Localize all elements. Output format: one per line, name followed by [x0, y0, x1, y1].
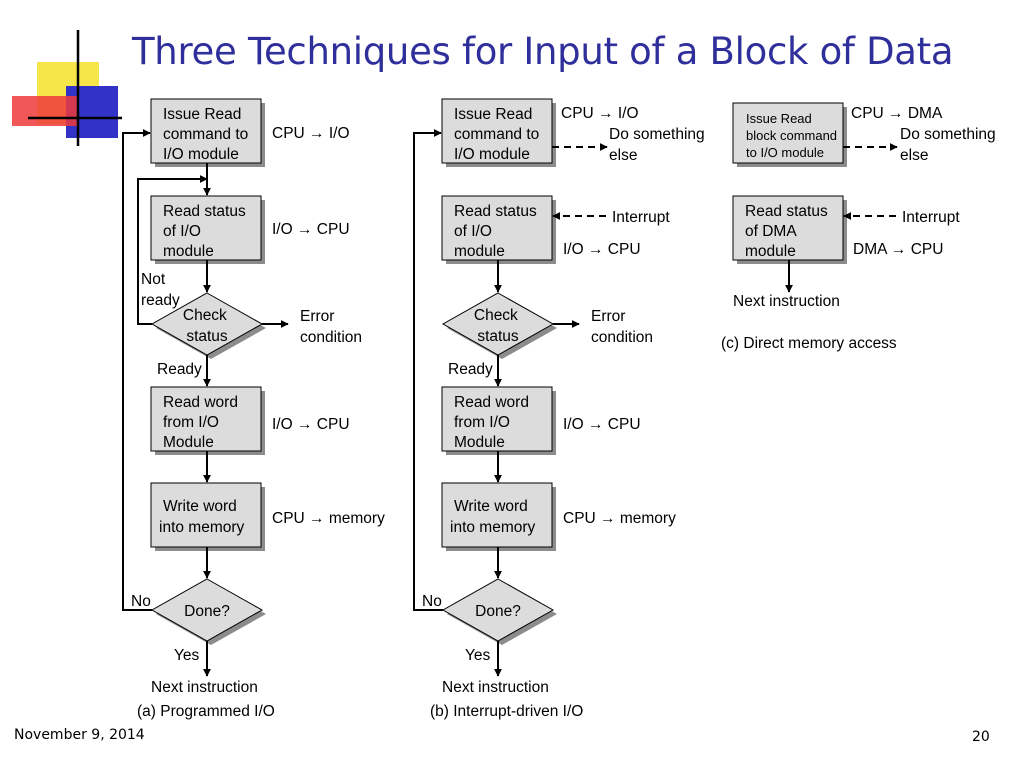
programmed-io-flowchart: Issue Read command to I/O module Read st… — [122, 98, 385, 720]
p-issue-read-box — [150, 98, 265, 167]
i-issue-read-box — [441, 98, 556, 167]
i-done-text: Done? — [475, 603, 521, 620]
d-read-status-box — [732, 195, 847, 264]
p-caption: (a) Programmed I/O — [137, 703, 275, 720]
i-note1: CPU → I/O — [561, 105, 639, 122]
slide-title: Three Techniques for Input of a Block of… — [132, 30, 954, 73]
p-note1: CPU → I/O — [272, 125, 350, 142]
p-box3-text: Read word from I/O Module — [163, 394, 242, 451]
i-next-text: Next instruction — [442, 679, 549, 696]
p-box2-text: Read status of I/O module — [163, 203, 250, 260]
d-caption: (c) Direct memory access — [721, 335, 897, 352]
i-note2: I/O → CPU — [563, 241, 641, 258]
p-write-word-box — [150, 482, 265, 551]
i-box4-text: Write word into memory — [450, 498, 536, 536]
i-yes-text: Yes — [465, 647, 491, 664]
p-check-text: Check status — [183, 307, 231, 345]
i-note3: I/O → CPU — [563, 416, 641, 433]
i-check-status-diamond — [441, 292, 557, 359]
p-box1-text: Issue Read command to I/O module — [163, 106, 253, 163]
i-do-something-text: Do something else — [609, 126, 709, 164]
p-error-text: Error condition — [300, 308, 362, 346]
d-interrupt-text: Interrupt — [902, 209, 960, 226]
p-note4: CPU → memory — [272, 510, 385, 527]
i-note4: CPU → memory — [563, 510, 676, 527]
p-next-text: Next instruction — [151, 679, 258, 696]
p-no-loop — [122, 129, 152, 611]
p-done-diamond — [150, 578, 266, 645]
p-note2: I/O → CPU — [272, 221, 350, 238]
i-write-word-box — [441, 482, 556, 551]
i-no-text: No — [422, 593, 442, 610]
deco-red-bar — [12, 96, 78, 126]
d-note2: DMA → CPU — [853, 241, 943, 258]
p-yes-text: Yes — [174, 647, 200, 664]
i-no-loop — [413, 129, 443, 611]
p-box4-text: Write word into memory — [159, 498, 245, 536]
p-not-ready-text: Not ready — [141, 271, 180, 309]
i-ready-text: Ready — [448, 361, 493, 378]
i-box1-text: Issue Read command to I/O module — [454, 106, 544, 163]
page-number: 20 — [972, 729, 990, 745]
i-read-status-box — [441, 195, 556, 264]
i-box3-text: Read word from I/O Module — [454, 394, 533, 451]
i-error-text: Error condition — [591, 308, 653, 346]
p-read-word-box — [150, 386, 265, 455]
i-done-diamond — [441, 578, 557, 645]
i-interrupt-text: Interrupt — [612, 209, 670, 226]
d-box1-text: Issue Read block command to I/O module — [746, 111, 841, 160]
p-read-status-box — [150, 195, 265, 264]
d-next-text: Next instruction — [733, 293, 840, 310]
d-issue-read-box — [732, 102, 847, 167]
i-box2-text: Read status of I/O module — [454, 203, 541, 260]
i-check-text: Check status — [474, 307, 522, 345]
interrupt-io-flowchart: Issue Read command to I/O module Read st… — [413, 98, 709, 720]
p-ready-text: Ready — [157, 361, 202, 378]
p-no-text: No — [131, 593, 151, 610]
d-box2-text: Read status of DMA module — [745, 203, 832, 260]
p-not-ready-loop — [137, 175, 208, 325]
footer-date: November 9, 2014 — [14, 727, 145, 743]
p-check-status-diamond — [150, 292, 266, 359]
i-caption: (b) Interrupt-driven I/O — [430, 703, 583, 720]
title-decoration — [12, 30, 122, 146]
d-note1: CPU → DMA — [851, 105, 943, 122]
i-read-word-box — [441, 386, 556, 455]
p-done-text: Done? — [184, 603, 230, 620]
dma-flowchart: Issue Read block command to I/O module R… — [721, 102, 1000, 352]
p-note3: I/O → CPU — [272, 416, 350, 433]
d-do-something-text: Do something else — [900, 126, 1000, 164]
